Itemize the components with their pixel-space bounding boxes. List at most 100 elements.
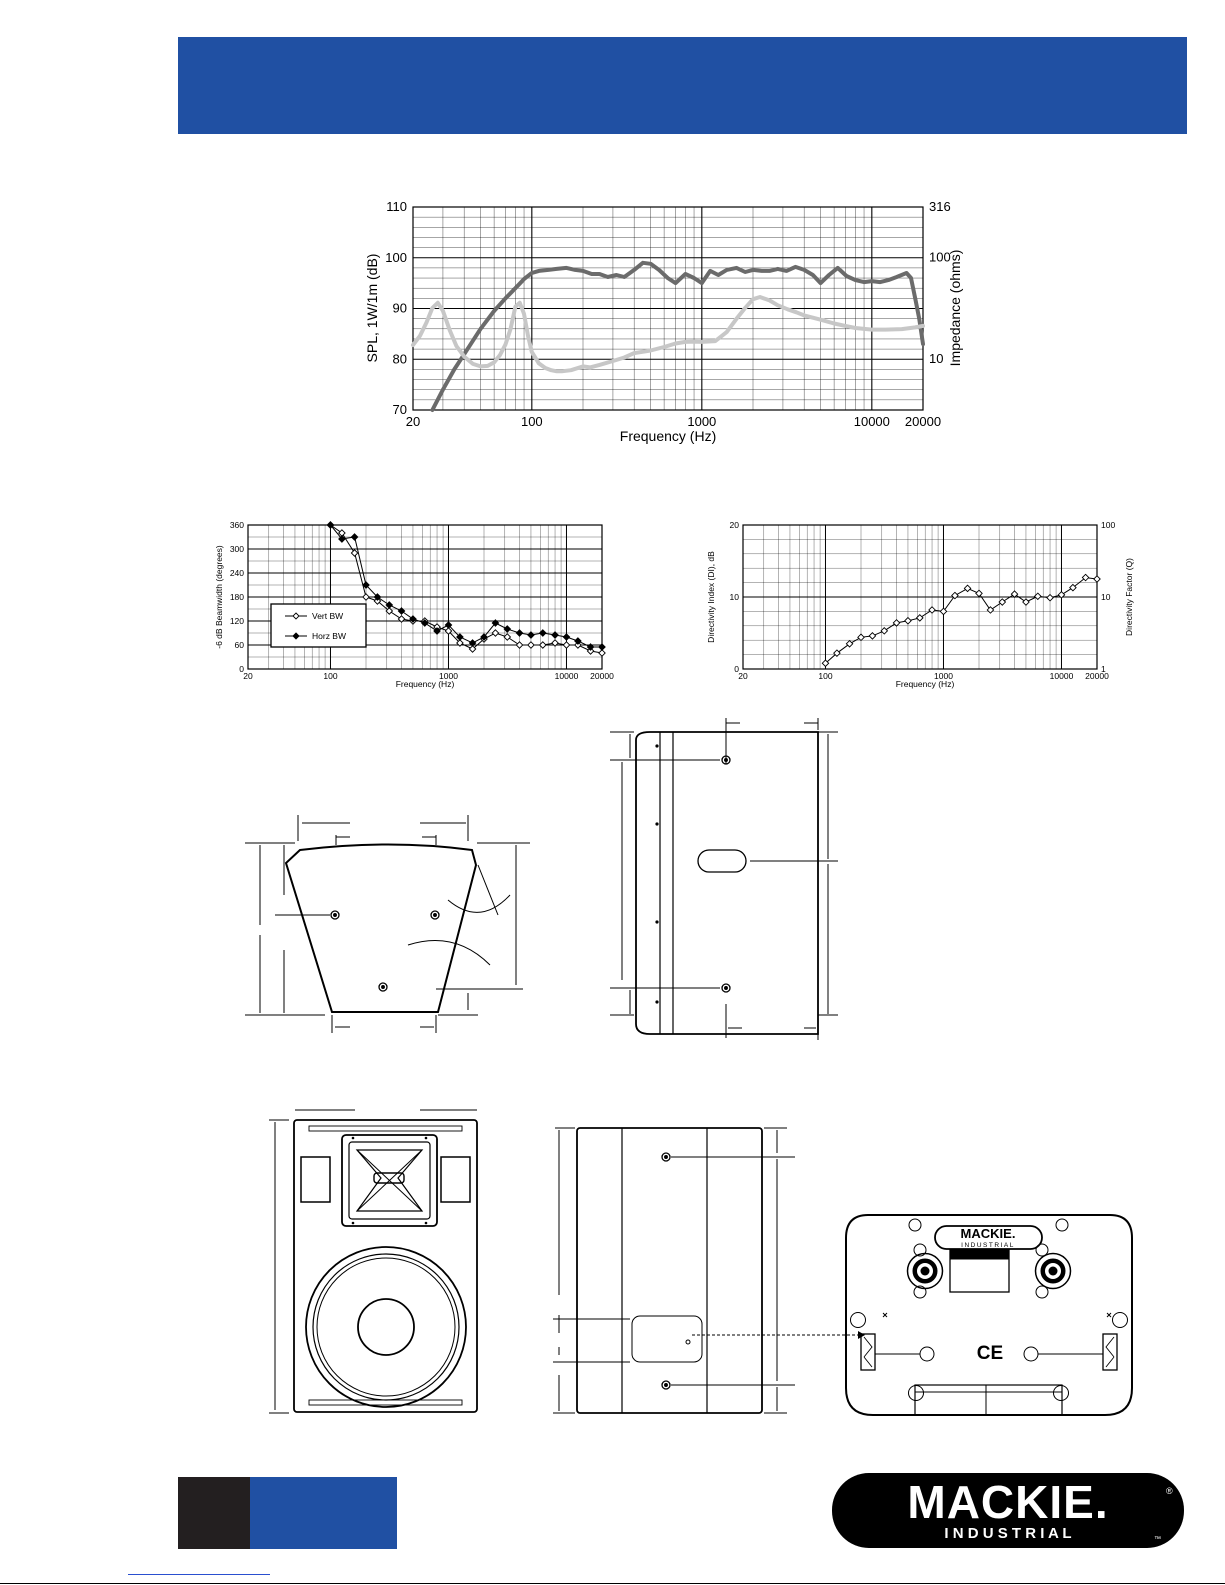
- logo-main: MACKIE.: [907, 1476, 1108, 1528]
- series-point-0: [963, 584, 972, 593]
- speakon-jack-1: [906, 1252, 944, 1290]
- series-point-0: [491, 629, 500, 637]
- xtick: 20: [738, 671, 748, 681]
- series-point-0: [939, 607, 948, 616]
- c1-frame: [412, 206, 924, 411]
- ytick: 20: [730, 520, 740, 530]
- series-point-0: [928, 606, 936, 614]
- series-point-1: [515, 629, 524, 637]
- ytick: 240: [230, 568, 244, 578]
- series-point-0: [350, 549, 359, 557]
- series-point-0: [444, 627, 453, 635]
- c1-xtick: 10000: [854, 414, 890, 429]
- series-point-1: [373, 593, 382, 601]
- xtick: 20: [243, 671, 253, 681]
- ytick: 0: [734, 664, 739, 674]
- c3-xlabel: Frequency (Hz): [896, 679, 955, 689]
- series-point-1: [586, 643, 595, 651]
- series-point-0: [468, 645, 477, 653]
- c1-ytick: 100: [385, 250, 407, 265]
- ytick: 360: [230, 520, 244, 530]
- series-point-0: [821, 659, 830, 668]
- c3-ylabel: Directivity Index (DI), dB: [706, 551, 716, 643]
- c1-y2tick: 316: [929, 199, 951, 214]
- series-point-0: [1057, 591, 1066, 599]
- front-view-drawing: [269, 1109, 478, 1414]
- series-point-1: [527, 631, 535, 639]
- c1-ytick: 110: [386, 199, 407, 214]
- series-point-0: [868, 632, 877, 640]
- series-point-1: [468, 639, 477, 647]
- series-point-0: [1010, 590, 1019, 598]
- series-point-0: [586, 647, 595, 655]
- c2-legend-vert: Vert BW: [312, 611, 343, 621]
- footer-dark-block: [178, 1477, 250, 1549]
- logo-sub: I N D U S T R I A L: [944, 1525, 1071, 1542]
- series-point-0: [904, 616, 912, 625]
- header-band: [178, 37, 1187, 134]
- c3-y2label: Directivity Factor (Q): [1124, 558, 1134, 636]
- series-point-0: [833, 649, 841, 657]
- series-point-1: [598, 643, 606, 651]
- series-point-0: [515, 641, 524, 649]
- ytick: 10: [730, 592, 740, 602]
- series-line-0: [330, 524, 603, 654]
- c2-legend: Vert BW Horz BW: [270, 603, 367, 648]
- series-point-1: [326, 521, 335, 529]
- xtick: 10000: [1050, 671, 1074, 681]
- series-point-1: [420, 619, 429, 627]
- footer-link-underline[interactable]: [128, 1574, 270, 1575]
- c2-frame: [247, 524, 603, 670]
- series-point-1: [409, 615, 417, 623]
- series-point-1: [574, 637, 582, 645]
- panel-leader-line: [692, 1331, 865, 1339]
- ytick: 0: [239, 664, 244, 674]
- series-point-0: [551, 639, 559, 647]
- series-point-0: [951, 591, 959, 600]
- c1-series: [411, 260, 925, 412]
- series-point-1: [350, 533, 359, 541]
- series-point-0: [880, 627, 889, 635]
- xtick: 20000: [590, 671, 614, 681]
- c3-series: [821, 573, 1101, 668]
- c2-legend-box: [270, 603, 367, 648]
- xtick: 20000: [1085, 671, 1109, 681]
- series-point-1: [385, 601, 394, 609]
- series-point-0: [1069, 583, 1077, 592]
- series-point-0: [1081, 573, 1090, 582]
- series-line-0: [825, 577, 1098, 664]
- xtick: 1000: [439, 671, 458, 681]
- series-point-0: [362, 593, 370, 601]
- series-point-0: [527, 641, 535, 649]
- series-point-1: [444, 621, 453, 629]
- back-view-drawing: [553, 1127, 795, 1414]
- c1-y2tick: 100: [929, 250, 951, 265]
- c1-ytick: 80: [393, 351, 407, 366]
- series-line-1: [330, 524, 602, 648]
- y2tick: 100: [1101, 520, 1115, 530]
- c3-frame: [742, 524, 1098, 670]
- panel-brand-sub: INDUSTRIAL: [961, 1242, 1015, 1249]
- series-point-0: [562, 641, 571, 649]
- c1-xtick: 1000: [687, 414, 716, 429]
- c1-ylabel: SPL, 1W/1m (dB): [364, 254, 380, 363]
- footer-rule: [0, 1583, 1225, 1584]
- c2-ylabel: -6 dB Beamwidth (degrees): [214, 545, 224, 649]
- series-point-0: [1022, 598, 1030, 606]
- input-panel-drawing: MACKIE. INDUSTRIAL CE: [845, 1214, 1133, 1416]
- c1-ytick: 90: [393, 301, 407, 316]
- c1-xtick: 20: [406, 414, 420, 429]
- series-point-0: [1033, 592, 1042, 601]
- y2tick: 10: [1101, 592, 1111, 602]
- series-point-0: [986, 606, 995, 614]
- c1-y2label: Impedance (ohms): [947, 250, 963, 367]
- xtick: 100: [818, 671, 832, 681]
- series-point-0: [845, 639, 854, 648]
- mackie-industrial-logo: MACKIE. I N D U S T R I A L ® ™: [832, 1473, 1184, 1548]
- series-point-0: [574, 641, 582, 649]
- speakon-jack-2: [1034, 1252, 1072, 1290]
